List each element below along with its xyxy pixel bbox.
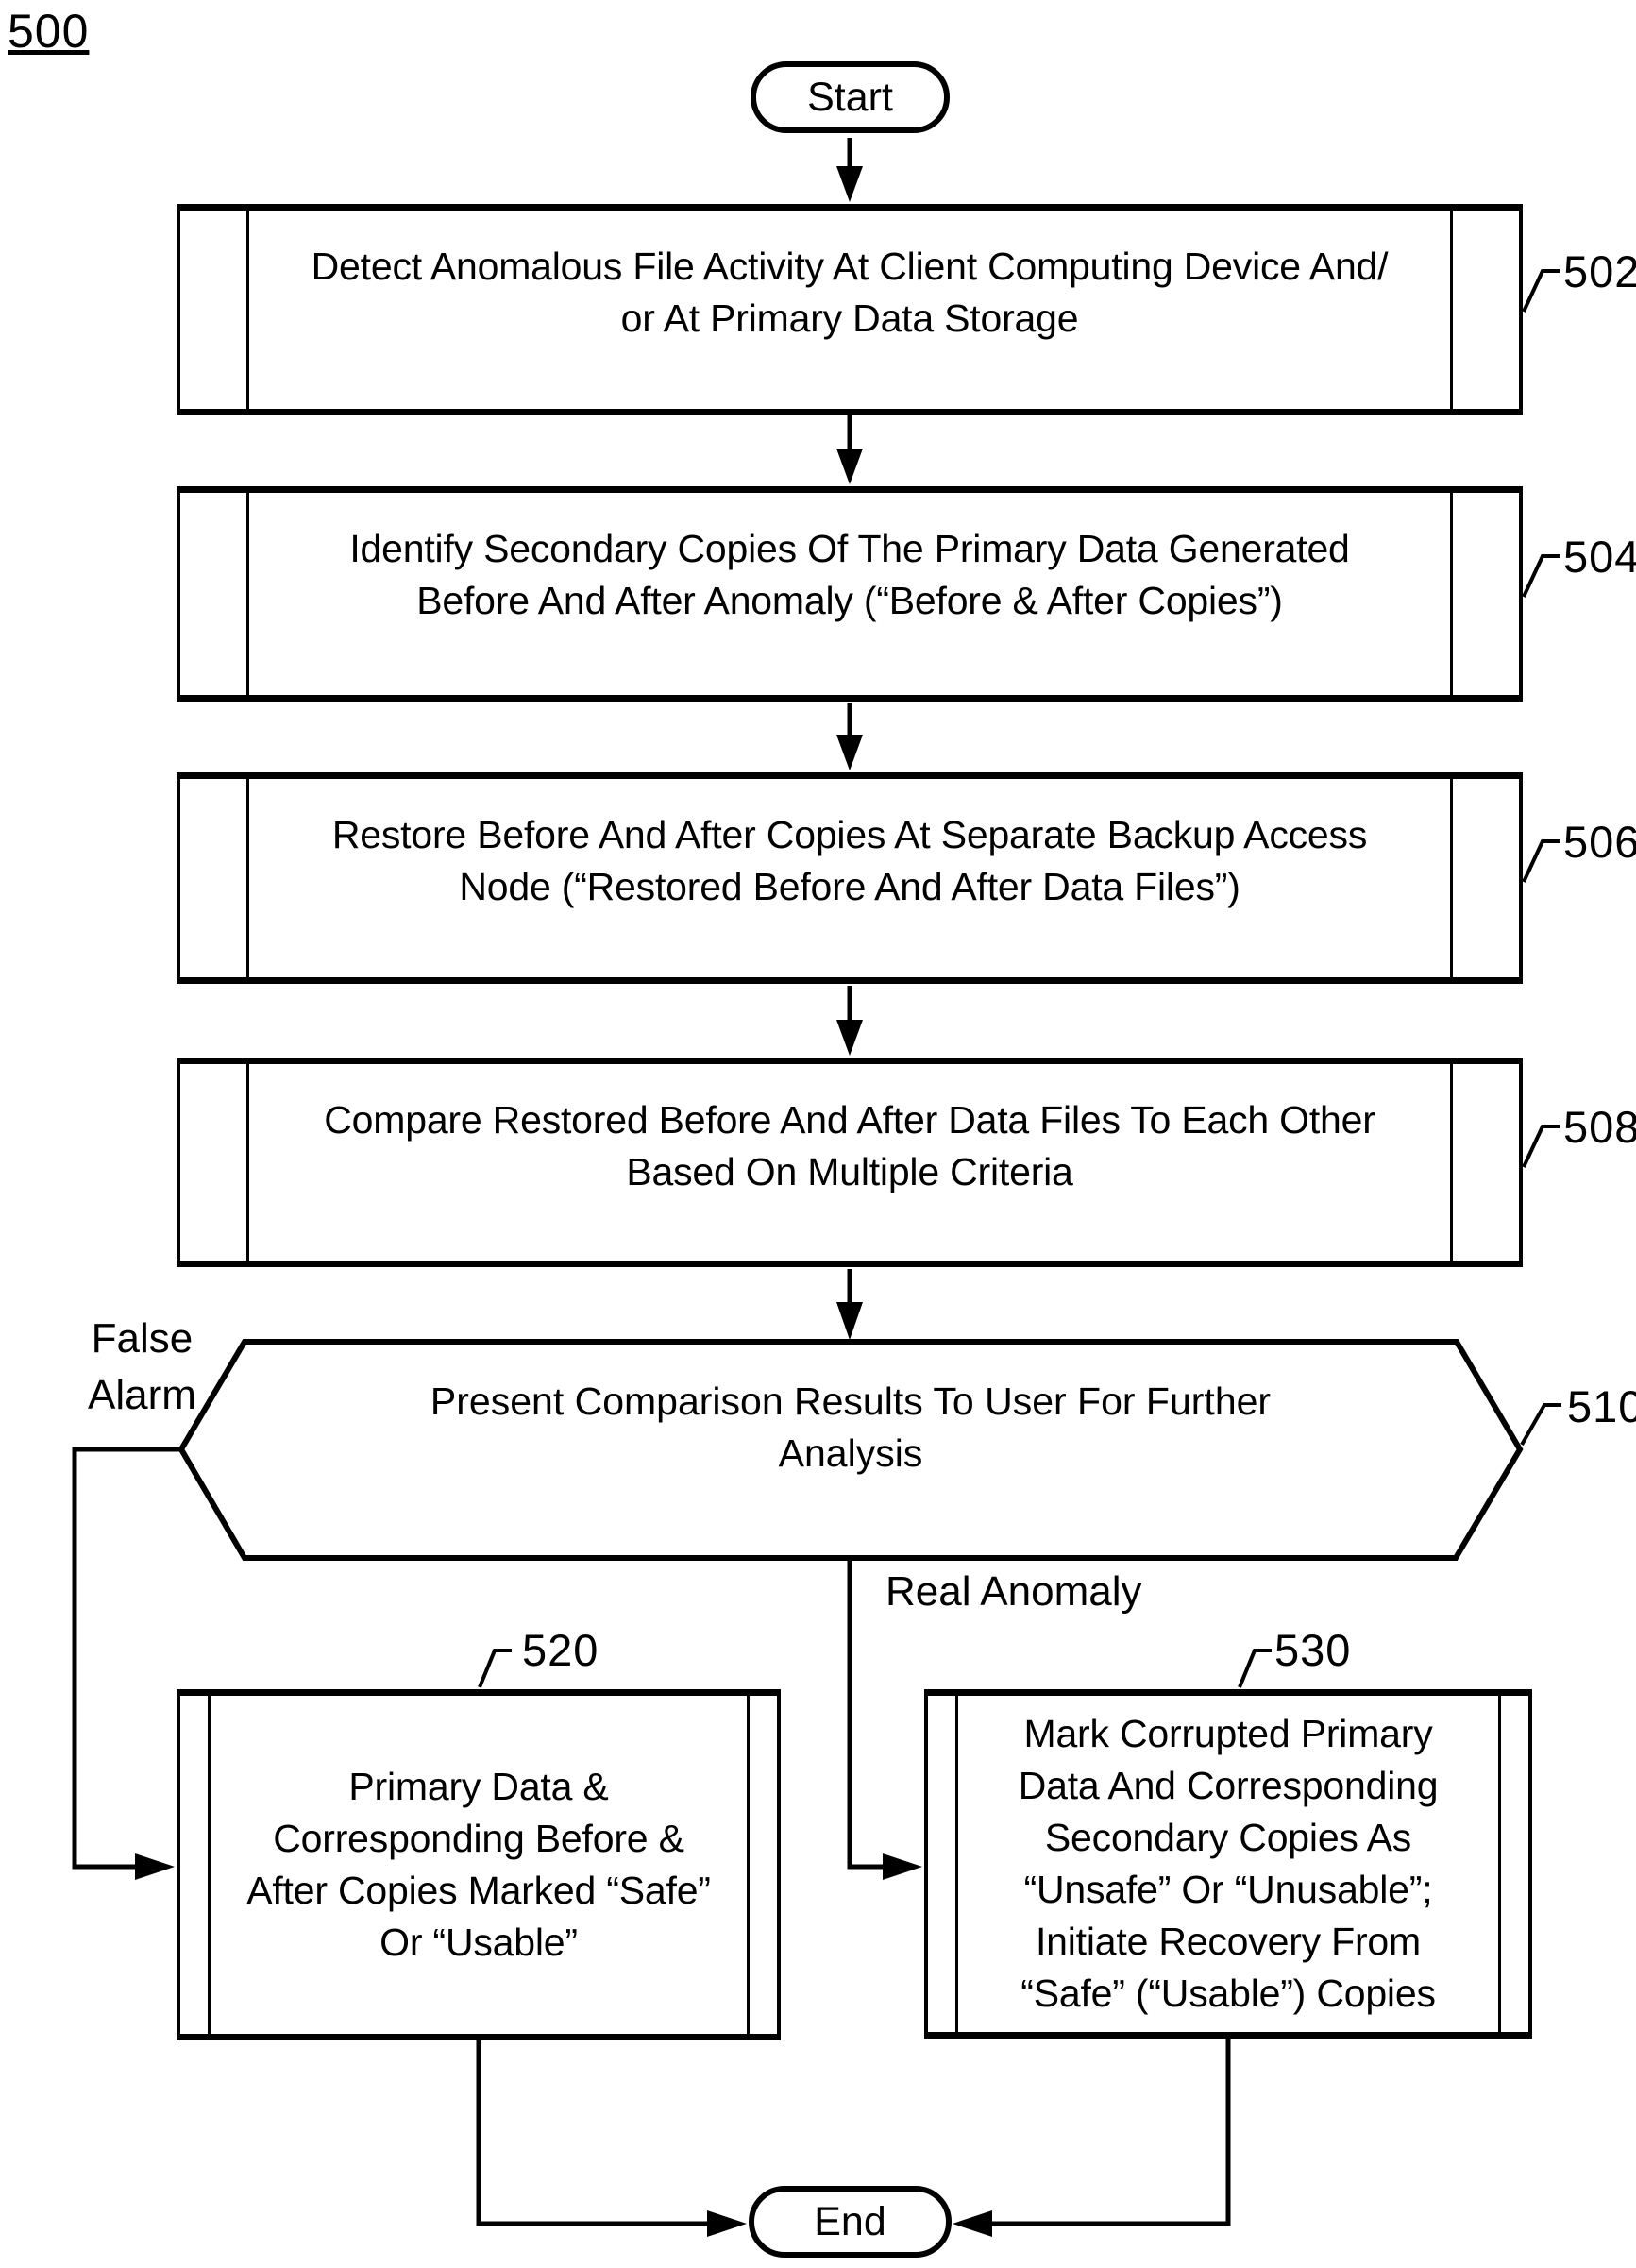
process-box-506: Restore Before And After Copies At Separ… <box>177 772 1523 984</box>
leader-line-510 <box>1522 1405 1561 1445</box>
start-terminal: Start <box>751 61 950 133</box>
ref-label-504: 504 <box>1563 531 1636 583</box>
leader-line-508 <box>1524 1126 1560 1167</box>
process-box-508: Compare Restored Before And After Data F… <box>177 1058 1523 1267</box>
box-inner-line <box>1450 1064 1453 1261</box>
box-inner-line <box>1450 211 1453 409</box>
figure-number: 500 <box>8 4 89 59</box>
box-inner-line <box>246 1064 249 1261</box>
arrowhead-520-to-end <box>707 2210 747 2237</box>
branch-label-real-anomaly: Real Anomaly <box>885 1564 1141 1620</box>
ref-label-502: 502 <box>1563 245 1636 297</box>
end-terminal: End <box>749 2186 952 2258</box>
arrowhead-502-to-504 <box>836 449 863 484</box>
ref-label-506: 506 <box>1563 816 1636 868</box>
box-inner-line <box>747 1696 750 2034</box>
box-inner-line <box>1450 493 1453 695</box>
box-inner-line <box>246 211 249 409</box>
outcome-box-530-text: Mark Corrupted Primary Data And Correspo… <box>1019 1708 1439 2020</box>
arrowhead-506-to-508 <box>836 1020 863 1056</box>
box-inner-line <box>1450 779 1453 977</box>
process-box-508-text: Compare Restored Before And After Data F… <box>324 1094 1375 1198</box>
arrowhead-510-to-520 <box>135 1853 175 1880</box>
process-box-506-text: Restore Before And After Copies At Separ… <box>332 809 1367 913</box>
outcome-box-520-text: Primary Data & Corresponding Before & Af… <box>246 1761 711 1969</box>
decision-510-text: Present Comparison Results To User For F… <box>430 1376 1271 1480</box>
end-label: End <box>814 2199 886 2245</box>
branch-label-false-alarm: False Alarm <box>88 1311 196 1424</box>
box-inner-line <box>1498 1696 1501 2032</box>
arrowhead-508-to-510 <box>836 1302 863 1340</box>
arrow-510-to-520 <box>75 1449 181 1867</box>
start-label: Start <box>807 75 893 121</box>
process-box-502: Detect Anomalous File Activity At Client… <box>177 204 1523 415</box>
leader-line-502 <box>1524 271 1560 312</box>
box-inner-line <box>246 493 249 695</box>
ref-label-530: 530 <box>1274 1624 1351 1676</box>
arrowhead-504-to-506 <box>836 735 863 770</box>
process-box-502-text: Detect Anomalous File Activity At Client… <box>312 241 1389 345</box>
arrow-510-to-530 <box>850 1558 883 1867</box>
ref-label-510: 510 <box>1567 1380 1636 1432</box>
arrowhead-530-to-end <box>953 2210 992 2237</box>
arrow-530-to-end <box>992 2037 1228 2224</box>
leader-line-506 <box>1524 841 1560 882</box>
box-inner-line <box>208 1696 211 2034</box>
leader-line-504 <box>1524 556 1560 597</box>
outcome-box-520: Primary Data & Corresponding Before & Af… <box>177 1689 781 2040</box>
box-inner-line <box>955 1696 958 2032</box>
ref-label-508: 508 <box>1563 1101 1636 1153</box>
box-inner-line <box>246 779 249 977</box>
arrowhead-start-to-502 <box>836 166 863 202</box>
process-box-504: Identify Secondary Copies Of The Primary… <box>177 486 1523 702</box>
outcome-box-530: Mark Corrupted Primary Data And Correspo… <box>924 1689 1532 2039</box>
leader-line-530 <box>1240 1650 1272 1687</box>
ref-label-520: 520 <box>522 1624 599 1676</box>
arrow-520-to-end <box>479 2039 707 2224</box>
leader-line-520 <box>480 1650 512 1687</box>
arrowhead-510-to-530 <box>883 1853 922 1880</box>
process-box-504-text: Identify Secondary Copies Of The Primary… <box>349 523 1349 627</box>
decision-510: Present Comparison Results To User For F… <box>245 1342 1457 1558</box>
